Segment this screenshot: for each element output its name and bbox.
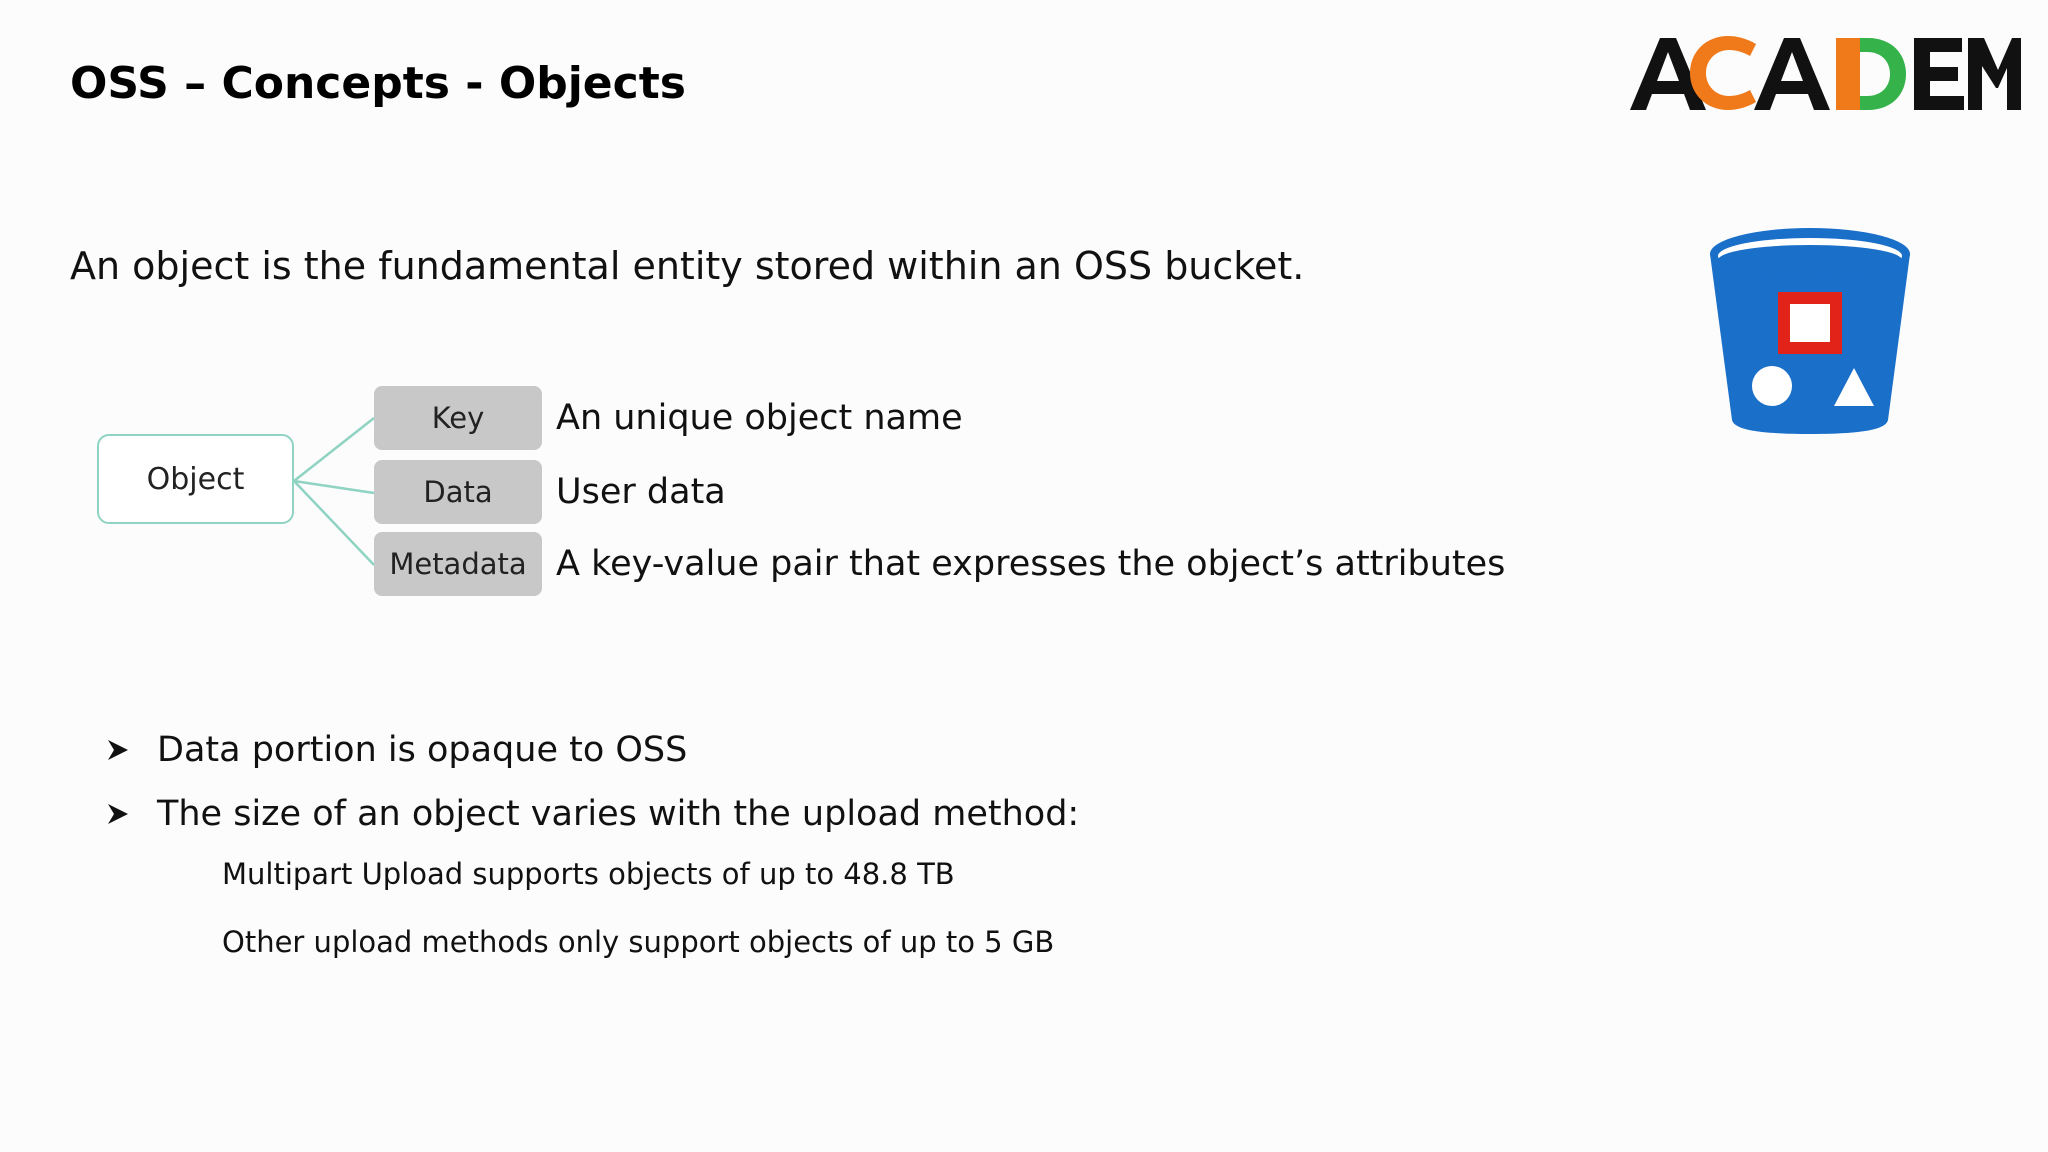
data-node: Data bbox=[374, 460, 542, 524]
slide-title: OSS – Concepts - Objects bbox=[70, 58, 686, 109]
subpoint-multipart: Multipart Upload supports objects of up … bbox=[222, 857, 955, 891]
bullet-item: Data portion is opaque to OSS bbox=[105, 730, 687, 770]
academy-logo bbox=[1630, 36, 2021, 110]
object-node: Object bbox=[97, 434, 294, 524]
intro-text: An object is the fundamental entity stor… bbox=[70, 244, 1305, 288]
bullet-text: The size of an object varies with the up… bbox=[157, 794, 1080, 834]
bullet-text: Data portion is opaque to OSS bbox=[157, 730, 688, 770]
key-node: Key bbox=[374, 386, 542, 450]
oss-bucket-icon bbox=[1710, 228, 1910, 434]
bullet-item: The size of an object varies with the up… bbox=[105, 794, 1079, 834]
arrow-bullet-icon bbox=[108, 740, 128, 760]
data-description: User data bbox=[556, 472, 726, 512]
subpoint-other-methods: Other upload methods only support object… bbox=[222, 925, 1055, 959]
metadata-description: A key-value pair that expresses the obje… bbox=[556, 544, 1506, 584]
arrow-bullet-icon bbox=[108, 804, 128, 824]
metadata-node: Metadata bbox=[374, 532, 542, 596]
key-description: An unique object name bbox=[556, 398, 963, 438]
